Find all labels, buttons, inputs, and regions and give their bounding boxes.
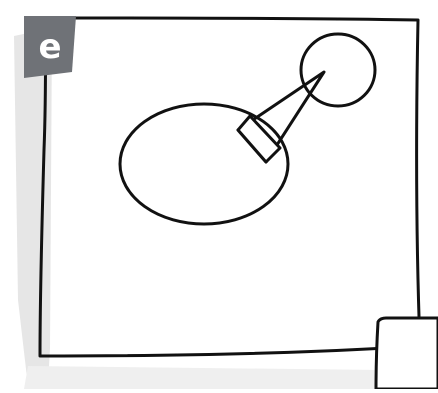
corner-tab [376,318,438,389]
paper-shadow-bottom [24,366,384,389]
badge-shape [24,16,76,78]
main-frame [40,18,420,356]
small-circle [301,34,375,106]
large-ellipse [120,104,288,224]
cone-cap [238,116,280,162]
